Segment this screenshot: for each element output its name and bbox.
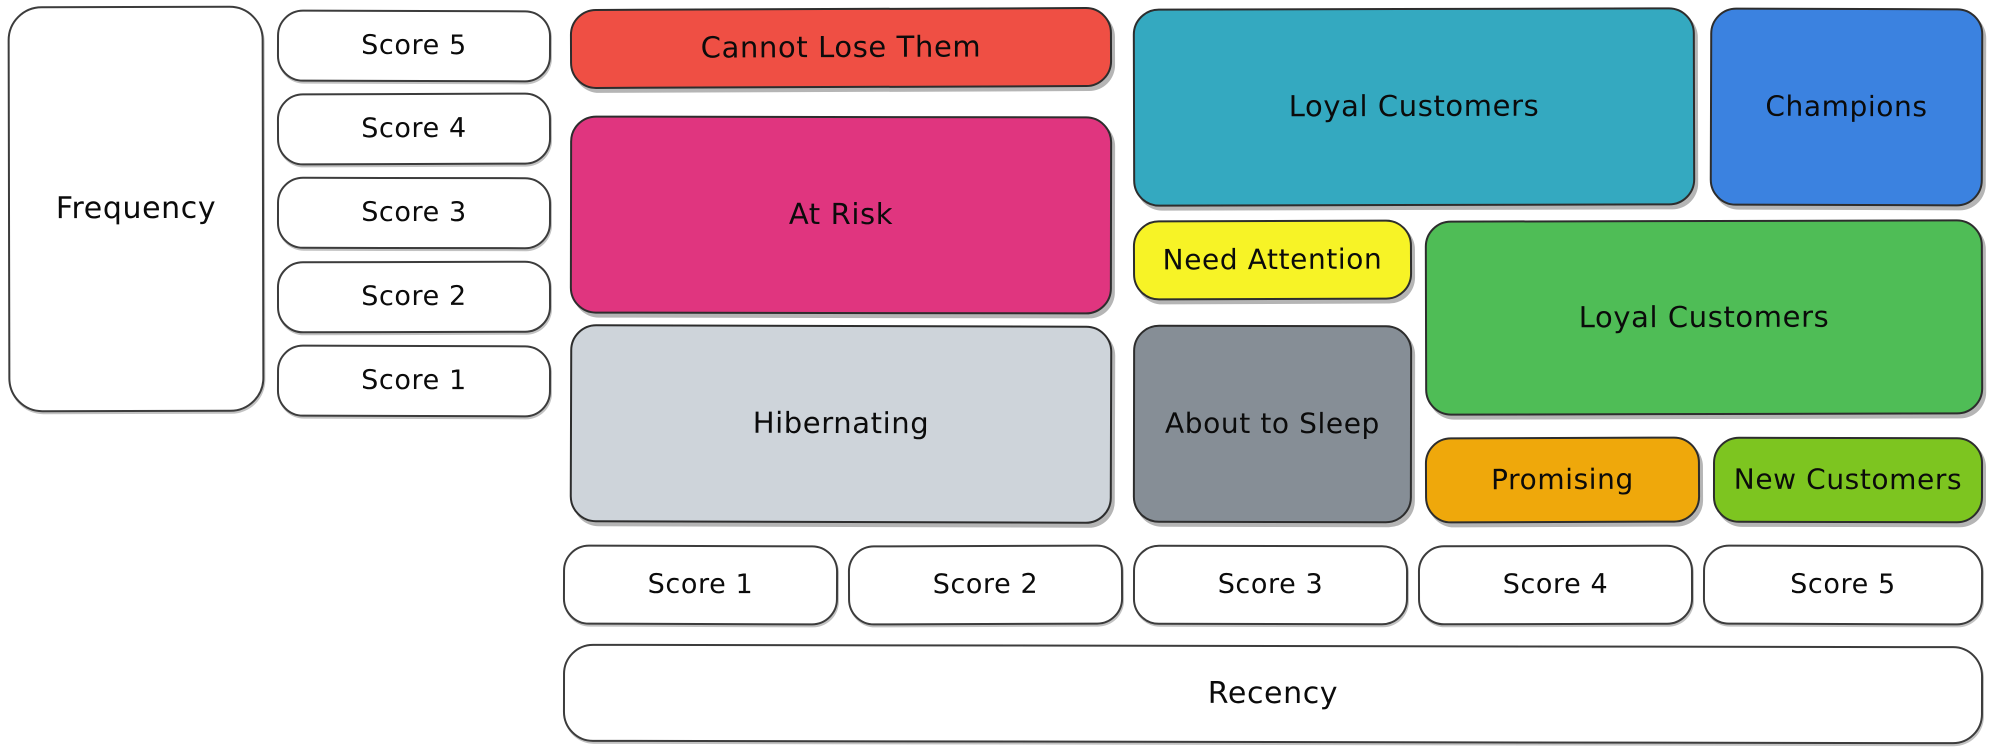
- recency-axis-label: Recency: [562, 643, 1984, 745]
- recency-score-1[interactable]: Score 1: [562, 544, 839, 626]
- segment-champions[interactable]: Champions: [1709, 7, 1984, 207]
- segment-promising[interactable]: Promising: [1424, 436, 1701, 524]
- recency-score-2[interactable]: Score 2: [847, 544, 1124, 626]
- recency-score-3[interactable]: Score 3: [1132, 544, 1409, 626]
- segment-loyal-customers-teal[interactable]: Loyal Customers: [1132, 7, 1696, 207]
- segment-hibernating[interactable]: Hibernating: [569, 324, 1113, 524]
- segment-about-to-sleep[interactable]: About to Sleep: [1132, 324, 1413, 524]
- frequency-axis-label: Frequency: [7, 5, 265, 413]
- segment-new-customers[interactable]: New Customers: [1712, 436, 1984, 524]
- segment-at-risk[interactable]: At Risk: [569, 115, 1113, 315]
- frequency-score-3[interactable]: Score 3: [276, 176, 552, 250]
- recency-score-4[interactable]: Score 4: [1417, 544, 1694, 626]
- frequency-score-1[interactable]: Score 1: [276, 344, 552, 418]
- segment-cannot-lose-them[interactable]: Cannot Lose Them: [569, 6, 1113, 90]
- segment-loyal-customers-green[interactable]: Loyal Customers: [1424, 219, 1984, 416]
- frequency-score-5[interactable]: Score 5: [276, 9, 552, 83]
- frequency-score-2[interactable]: Score 2: [276, 260, 552, 334]
- recency-score-5[interactable]: Score 5: [1702, 544, 1984, 626]
- frequency-score-4[interactable]: Score 4: [276, 92, 552, 166]
- segment-need-attention[interactable]: Need Attention: [1132, 219, 1413, 301]
